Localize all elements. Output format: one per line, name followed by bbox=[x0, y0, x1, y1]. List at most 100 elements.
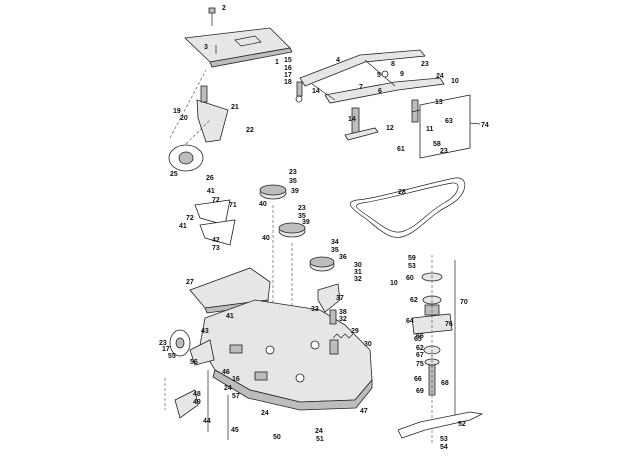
part-label: 35 bbox=[289, 178, 297, 185]
caster-arm bbox=[168, 69, 229, 172]
part-label: 32 bbox=[339, 316, 347, 323]
part-label: 62 bbox=[416, 345, 424, 352]
part-label: 17 bbox=[162, 346, 170, 353]
part-label: 47 bbox=[360, 408, 368, 415]
part-label: 43 bbox=[201, 328, 209, 335]
part-label: 29 bbox=[351, 328, 359, 335]
part-label: 19 bbox=[173, 108, 181, 115]
part-label: 56 bbox=[190, 359, 198, 366]
part-label: 45 bbox=[231, 427, 239, 434]
part-label: 23 bbox=[289, 169, 297, 176]
part-label: 71 bbox=[229, 202, 237, 209]
part-label: 72 bbox=[186, 215, 194, 222]
part-label: 67 bbox=[416, 352, 424, 359]
part-label: 44 bbox=[203, 418, 211, 425]
anti-scalp-wheel bbox=[169, 329, 215, 366]
part-label: 26 bbox=[206, 175, 214, 182]
part-label: 46 bbox=[222, 369, 230, 376]
mower-blade bbox=[397, 411, 484, 439]
part-label: 54 bbox=[440, 444, 448, 451]
part-label: 41 bbox=[179, 223, 187, 230]
part-label: 53 bbox=[440, 436, 448, 443]
part-label: 27 bbox=[186, 279, 194, 286]
part-label: 49 bbox=[193, 399, 201, 406]
part-label: 68 bbox=[441, 380, 449, 387]
part-label: 53 bbox=[408, 263, 416, 270]
part-label: 13 bbox=[435, 99, 443, 106]
top-cover bbox=[184, 7, 293, 68]
part-label: 20 bbox=[180, 115, 188, 122]
part-label: 50 bbox=[273, 434, 281, 441]
part-label: 35 bbox=[298, 213, 306, 220]
part-label: 70 bbox=[460, 299, 468, 306]
part-label: 39 bbox=[291, 188, 299, 195]
part-label: 25 bbox=[170, 171, 178, 178]
part-label: 30 bbox=[364, 341, 372, 348]
long-bolts bbox=[207, 370, 229, 440]
part-label: 38 bbox=[339, 309, 347, 316]
part-label: 40 bbox=[262, 235, 270, 242]
part-label: 69 bbox=[416, 388, 424, 395]
part-label: 57 bbox=[232, 393, 240, 400]
part-label: 64 bbox=[406, 318, 414, 325]
spacer-plates bbox=[194, 199, 236, 246]
part-label: 17 bbox=[284, 72, 292, 79]
part-label: 66 bbox=[414, 376, 422, 383]
part-label: 24 bbox=[315, 428, 323, 435]
part-label: 33 bbox=[311, 306, 319, 313]
part-label: 75 bbox=[416, 361, 424, 368]
part-label: 24 bbox=[436, 73, 444, 80]
part-label: 7 bbox=[359, 84, 363, 91]
idler-arm bbox=[317, 283, 341, 325]
part-label: 52 bbox=[458, 421, 466, 428]
part-label: 35 bbox=[331, 247, 339, 254]
part-label: 72 bbox=[212, 197, 220, 204]
part-label: 31 bbox=[354, 269, 362, 276]
part-label: 74 bbox=[481, 122, 489, 129]
part-label: 23 bbox=[421, 61, 429, 68]
spring bbox=[332, 333, 354, 339]
part-label: 63 bbox=[445, 118, 453, 125]
part-label: 23 bbox=[159, 340, 167, 347]
part-label: 23 bbox=[298, 205, 306, 212]
frame-assembly bbox=[295, 49, 445, 141]
drive-belt bbox=[349, 177, 466, 238]
pulleys bbox=[259, 184, 335, 330]
part-label: 12 bbox=[386, 125, 394, 132]
part-label: 41 bbox=[226, 313, 234, 320]
part-label: 41 bbox=[207, 188, 215, 195]
part-label: 16 bbox=[232, 376, 240, 383]
part-label: 42 bbox=[212, 237, 220, 244]
part-label: 65 bbox=[414, 336, 422, 343]
part-label: 16 bbox=[284, 65, 292, 72]
part-label: 58 bbox=[433, 141, 441, 148]
spindle-assembly bbox=[411, 255, 456, 445]
part-label: 34 bbox=[331, 239, 339, 246]
part-label: 61 bbox=[397, 146, 405, 153]
part-label: 51 bbox=[316, 436, 324, 443]
mower-deck bbox=[199, 299, 373, 411]
part-label: 62 bbox=[410, 297, 418, 304]
part-label: 15 bbox=[284, 57, 292, 64]
part-label: 48 bbox=[193, 391, 201, 398]
part-label: 14 bbox=[312, 88, 320, 95]
part-label: 14 bbox=[348, 116, 356, 123]
part-label: 32 bbox=[354, 276, 362, 283]
part-label: 76 bbox=[445, 321, 453, 328]
part-label: 4 bbox=[336, 57, 340, 64]
part-label: 73 bbox=[212, 245, 220, 252]
part-label: 60 bbox=[406, 275, 414, 282]
part-label: 24 bbox=[224, 385, 232, 392]
part-label: 23 bbox=[440, 148, 448, 155]
part-label: 39 bbox=[302, 219, 310, 226]
part-label: 66 bbox=[416, 333, 424, 340]
part-label: 28 bbox=[398, 189, 406, 196]
side-bracket bbox=[411, 94, 481, 159]
part-label: 59 bbox=[408, 255, 416, 262]
part-label: 3 bbox=[204, 44, 208, 51]
part-label: 8 bbox=[391, 61, 395, 68]
part-label: 36 bbox=[339, 254, 347, 261]
part-label: 5 bbox=[377, 72, 381, 79]
part-label: 55 bbox=[168, 353, 176, 360]
